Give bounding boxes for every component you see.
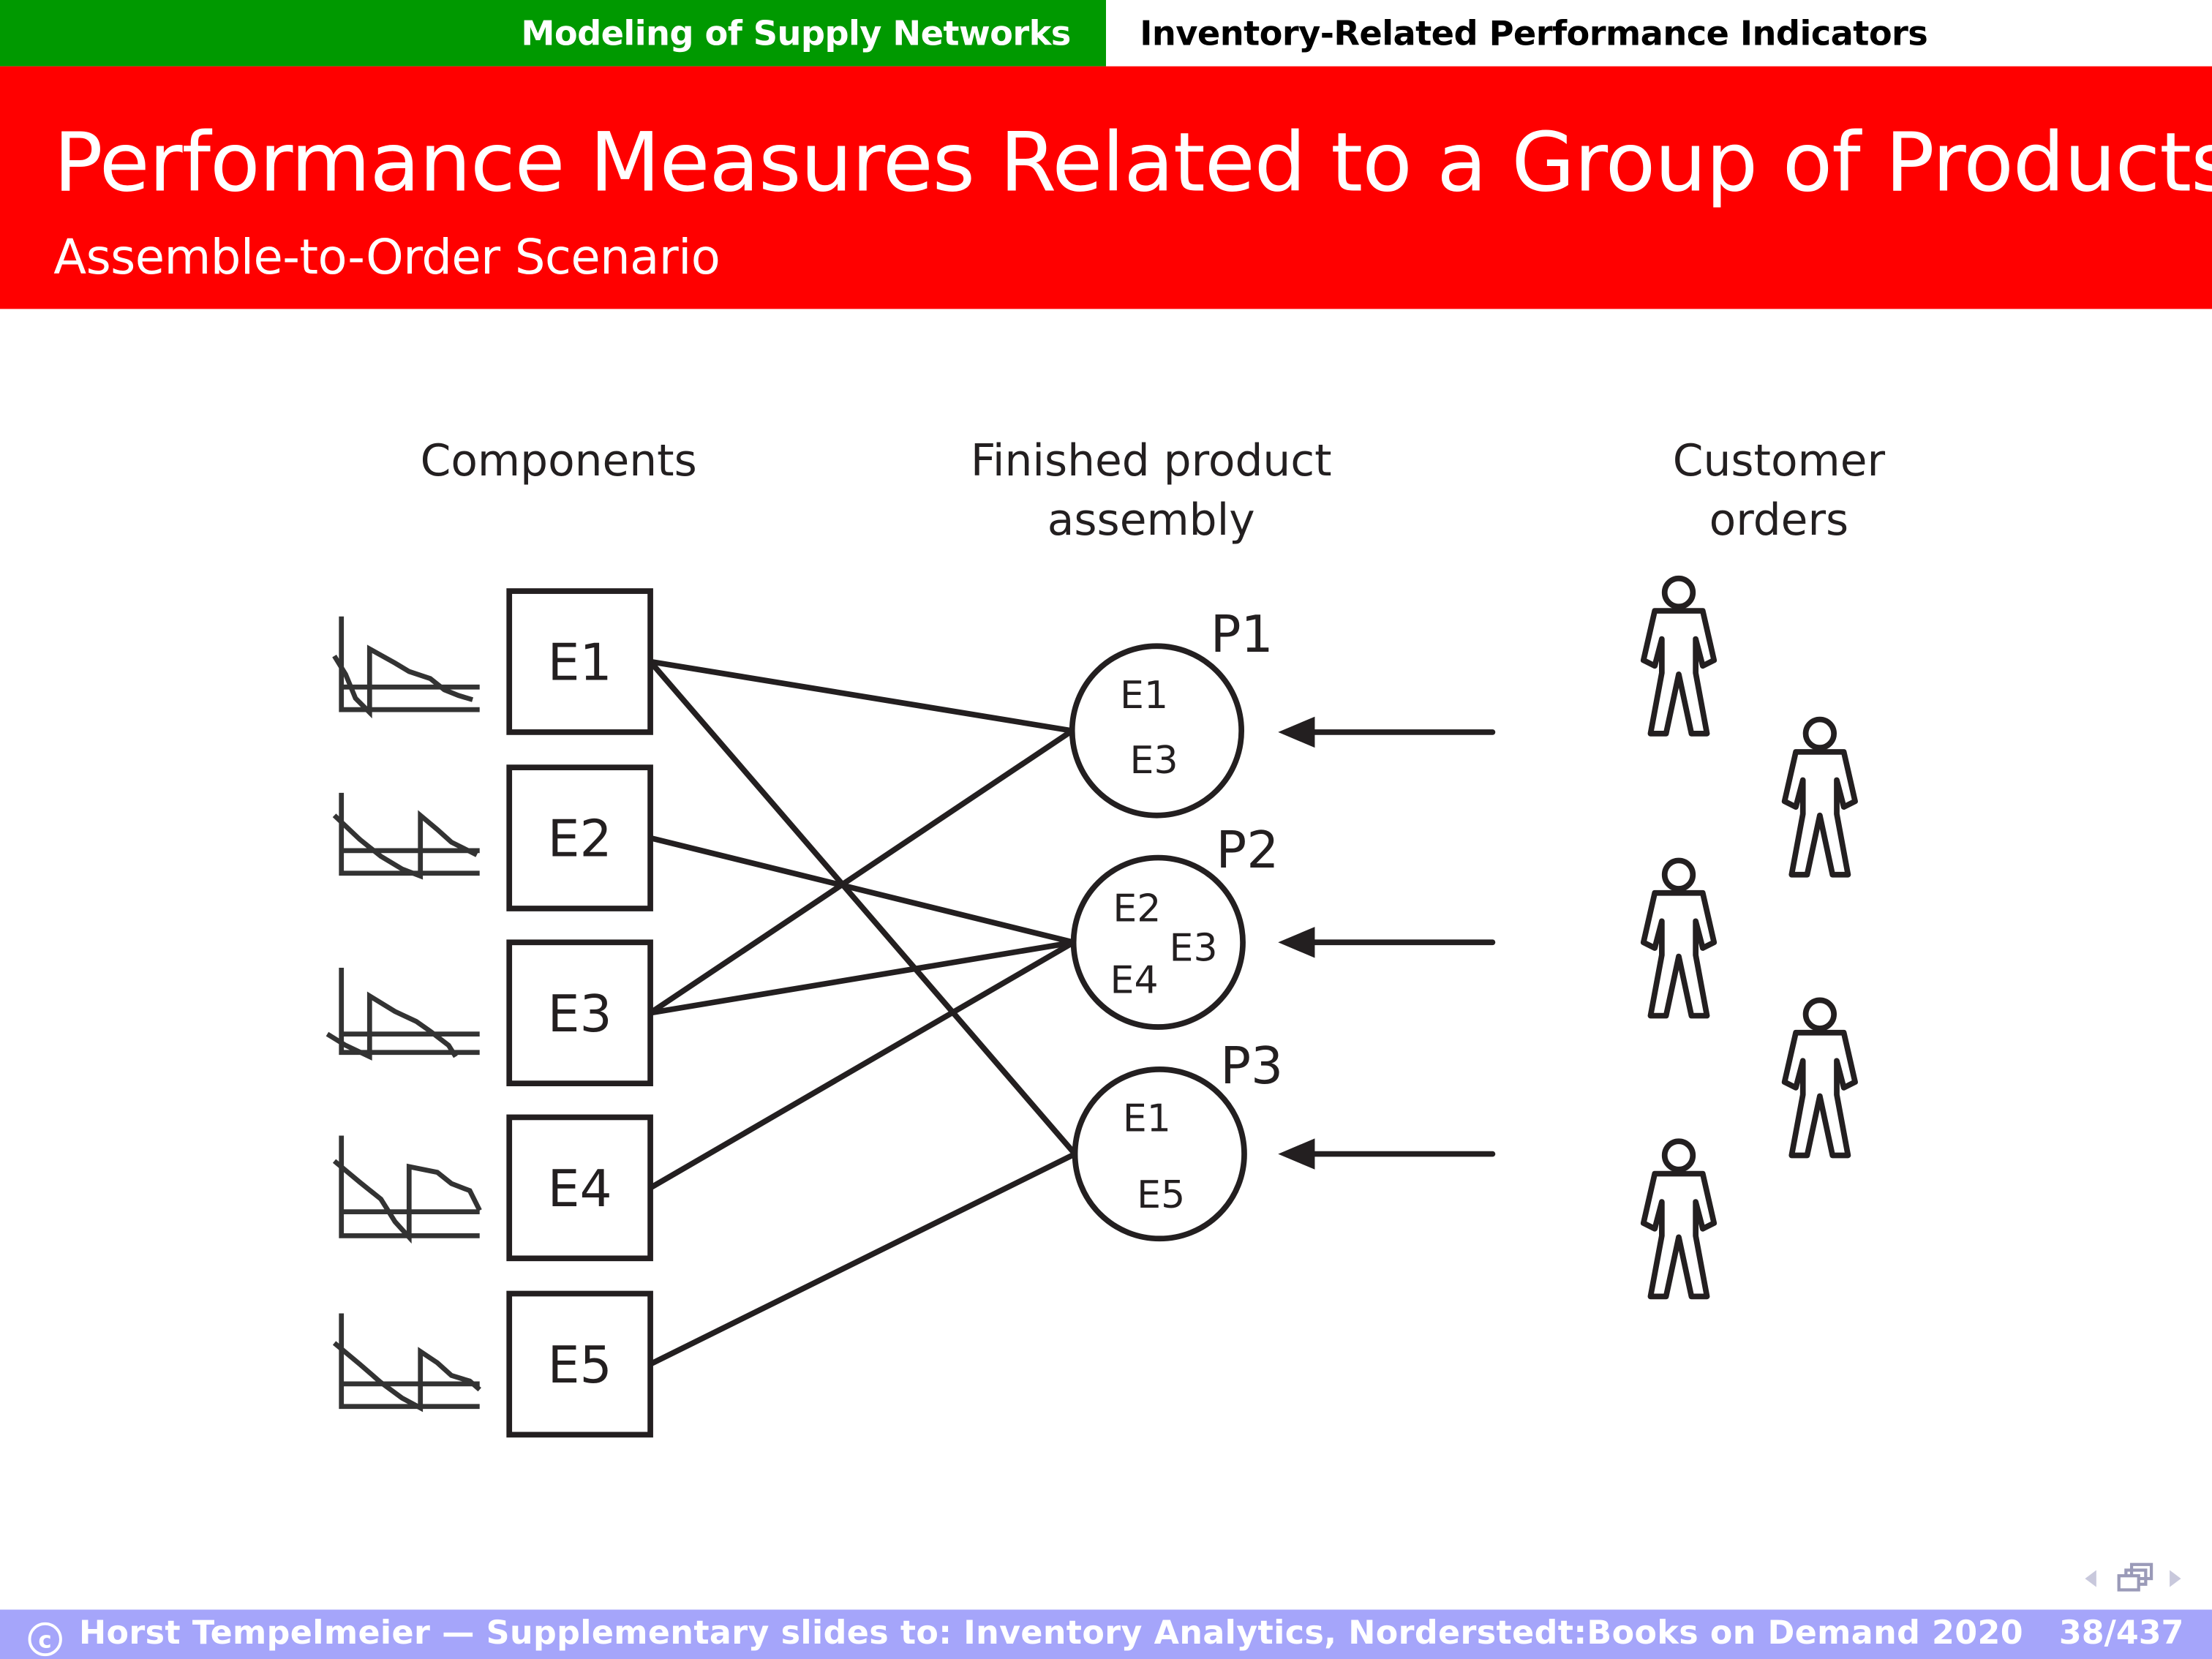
contained-component-label: E3 [1130, 739, 1178, 783]
contained-component-label: E1 [1123, 1097, 1171, 1141]
component-box-E4: E4 [506, 1114, 653, 1262]
contained-component-label: E3 [1170, 926, 1218, 970]
contained-component-label: E5 [1137, 1173, 1185, 1217]
component-label: E1 [548, 634, 612, 693]
subsection-link[interactable]: Inventory-Related Performance Indicators [1105, 0, 2212, 67]
contained-component-label: E4 [1110, 959, 1159, 1003]
component-box-E5: E5 [506, 1290, 653, 1438]
section-link[interactable]: Modeling of Supply Networks [0, 0, 1106, 67]
footer-credit: c Horst Tempelmeier — Supplementary slide… [28, 1615, 2024, 1657]
column-label-assembly-line1: Finished product [971, 436, 1332, 486]
edge-E3-P2 [650, 939, 1075, 1016]
product-label: P1 [1211, 606, 1274, 664]
column-label-orders-line2: orders [1709, 495, 1849, 546]
column-label-orders-line1: Customer [1673, 436, 1886, 486]
edge-E3-P1 [648, 728, 1074, 1015]
component-label: E4 [548, 1160, 612, 1219]
inventory-sawtooth-chart-icon [332, 1135, 482, 1244]
previous-arrow-icon[interactable] [2085, 1570, 2096, 1587]
order-arrow-icon [1278, 716, 1496, 748]
customer-person-icon [1785, 720, 1855, 875]
header-navigation: Modeling of Supply Networks Inventory-Re… [0, 0, 2212, 67]
inventory-sawtooth-chart-icon [332, 792, 480, 880]
column-label-assembly-line2: assembly [1047, 495, 1255, 546]
product-label: P2 [1216, 821, 1279, 880]
component-box-E1: E1 [506, 588, 653, 735]
beamer-navigation [2085, 1562, 2181, 1592]
inventory-sawtooth-chart-icon [332, 1313, 481, 1412]
edge-E1-P1 [650, 658, 1073, 734]
customer-person-icon [1644, 860, 1714, 1015]
component-label: E3 [548, 985, 612, 1044]
copyright-icon: c [28, 1622, 62, 1657]
component-label: E5 [548, 1336, 612, 1395]
edge-E1-P3 [648, 659, 1077, 1156]
column-label-components: Components [421, 436, 697, 486]
frame-stack-icon[interactable] [2117, 1562, 2153, 1592]
slide-title: Performance Measures Related to a Group … [53, 114, 2212, 211]
slide-subtitle: Assemble-to-Order Scenario [53, 230, 721, 287]
component-box-E2: E2 [506, 764, 653, 911]
title-bar: Performance Measures Related to a Group … [0, 66, 2212, 309]
edge-E5-P3 [649, 1151, 1077, 1367]
footer: c Horst Tempelmeier — Supplementary slide… [0, 1609, 2212, 1659]
component-box-E3: E3 [506, 939, 653, 1086]
page-number: 38/437 [2058, 1615, 2184, 1652]
edges [648, 658, 1077, 1367]
component-label: E2 [548, 810, 612, 869]
order-arrow-icon [1278, 1138, 1496, 1170]
next-arrow-icon[interactable] [2170, 1570, 2181, 1587]
footer-text: Horst Tempelmeier — Supplementary slides… [78, 1615, 2024, 1652]
customer-person-icon [1644, 579, 1714, 734]
customer-person-icon [1644, 1141, 1714, 1296]
contained-component-label: E1 [1120, 674, 1168, 718]
customer-person-icon [1785, 1000, 1855, 1155]
contained-component-label: E2 [1113, 887, 1161, 930]
edge-E2-P2 [650, 835, 1075, 946]
product-label: P3 [1220, 1037, 1283, 1096]
inventory-sawtooth-chart-icon [332, 616, 480, 719]
edge-E4-P2 [649, 939, 1075, 1191]
order-arrow-icon [1278, 927, 1496, 958]
inventory-sawtooth-chart-icon [326, 967, 480, 1061]
